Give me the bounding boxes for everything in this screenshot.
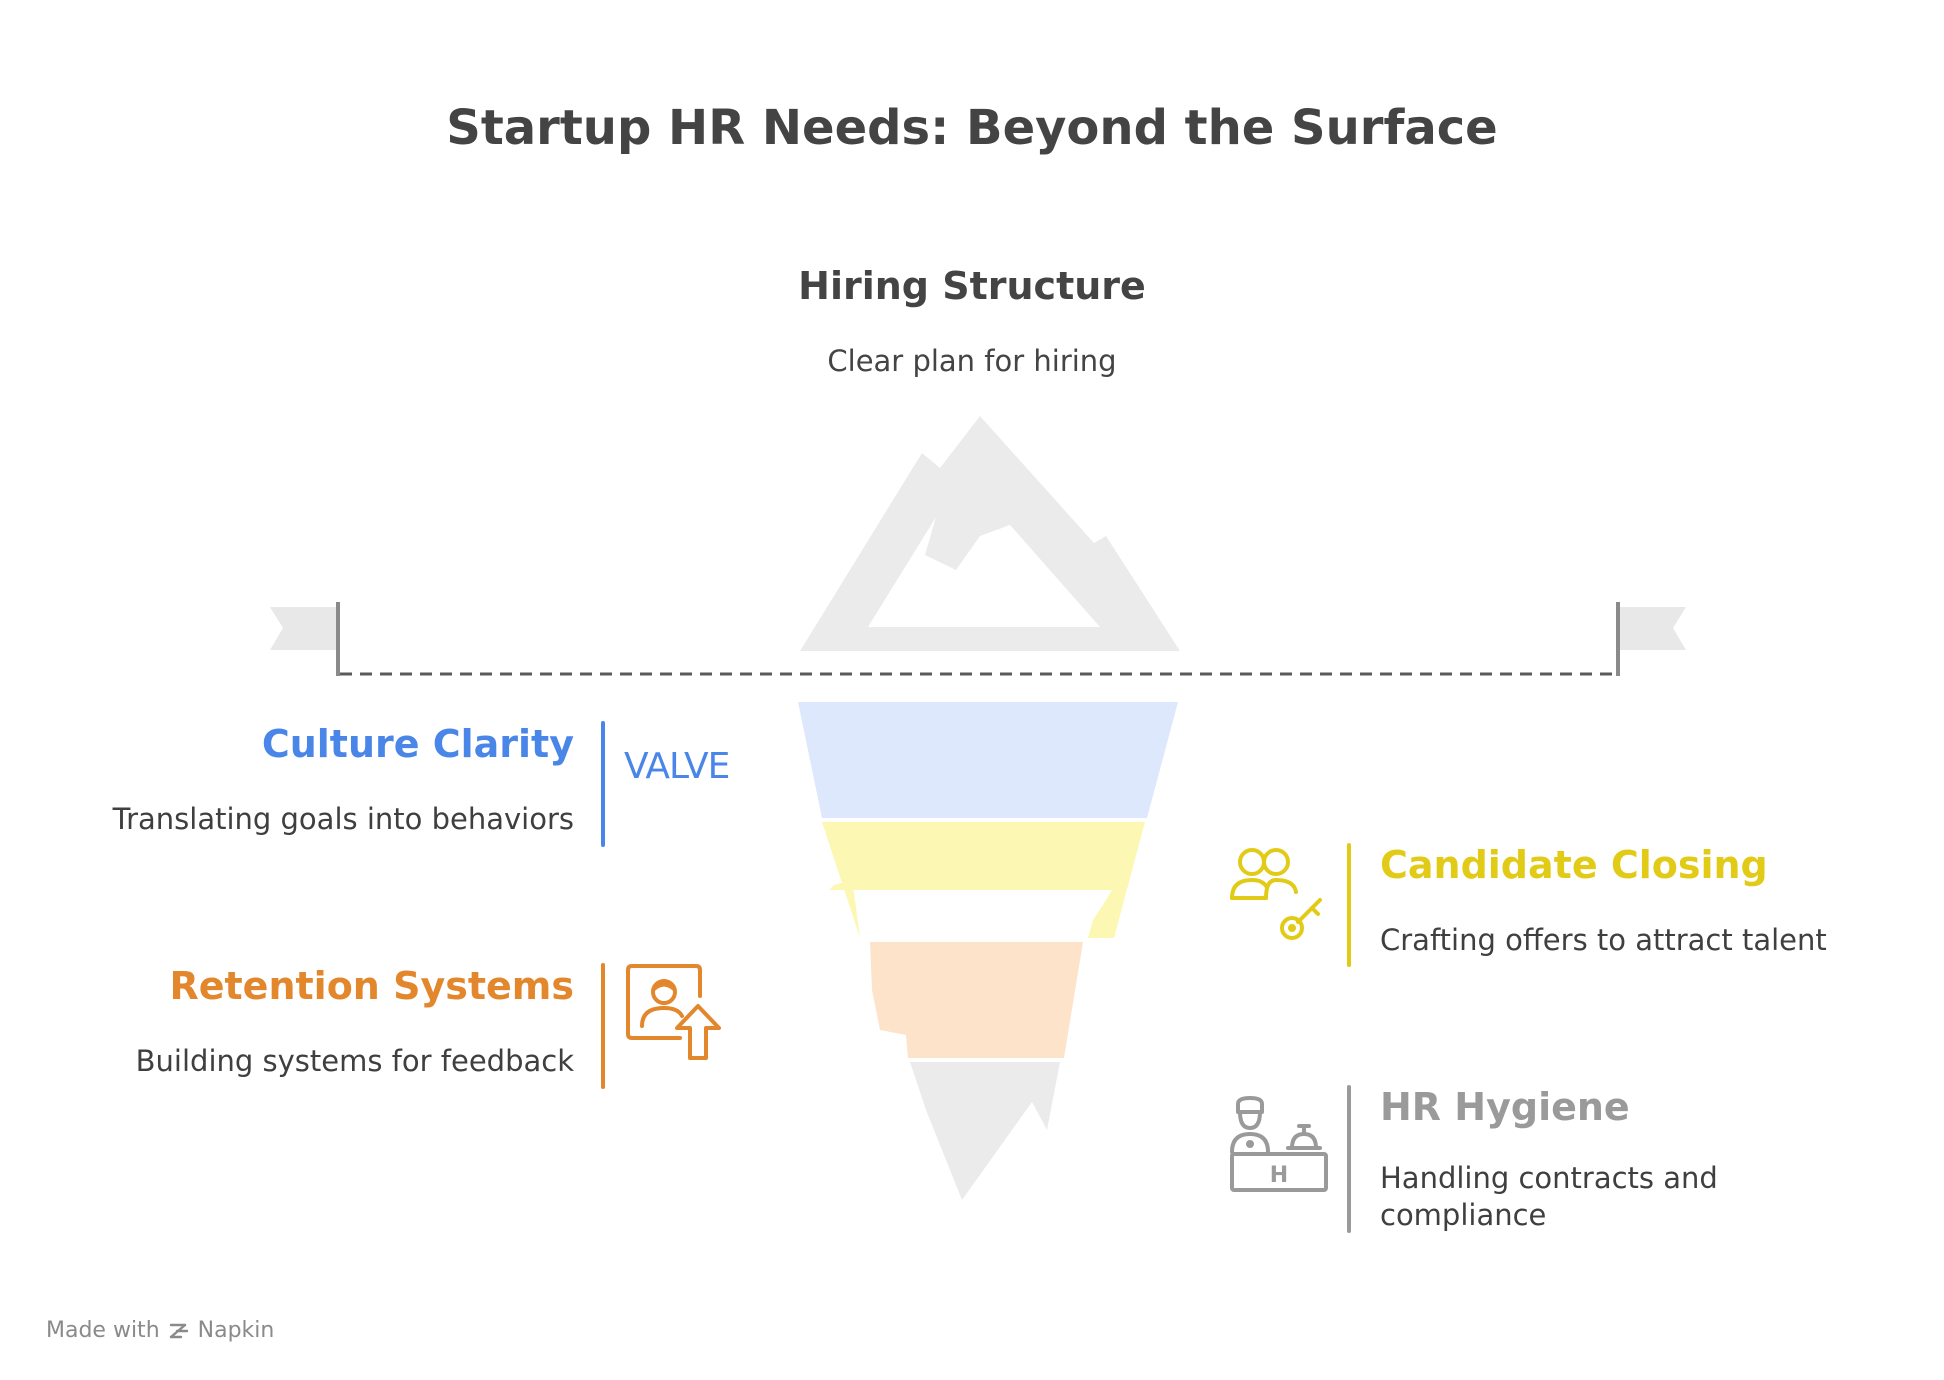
person-up-arrow-icon <box>626 964 721 1060</box>
diagram-title: Startup HR Needs: Beyond the Surface <box>446 100 1498 156</box>
layer-culture-band <box>798 702 1178 818</box>
top-heading: Hiring Structure <box>798 264 1146 308</box>
left-flag-pole <box>336 602 340 676</box>
iceberg-tip <box>800 416 1180 651</box>
people-key-icon <box>1230 848 1322 940</box>
retention-systems-description: Building systems for feedback <box>135 1044 574 1078</box>
hr-hygiene-description: Handling contracts and compliance <box>1380 1161 1718 1232</box>
layer-retention-band <box>870 942 1083 1058</box>
right-flag-pole <box>1616 602 1620 676</box>
made-with-text: Made with <box>46 1318 160 1343</box>
culture-clarity-title: Culture Clarity <box>261 722 574 766</box>
candidate-closing-description: Crafting offers to attract talent <box>1380 923 1827 957</box>
napkin-brand: Napkin <box>197 1318 275 1343</box>
culture-clarity-description: Translating goals into behaviors <box>112 802 574 836</box>
culture-clarity-bar <box>601 721 605 847</box>
hr-hygiene-bar <box>1347 1085 1351 1233</box>
footer: Made with Napkin <box>46 1318 274 1343</box>
top-description: Clear plan for hiring <box>827 344 1117 378</box>
left-flag <box>270 607 338 650</box>
layer-hygiene-band <box>910 1062 1060 1200</box>
layer-candidate-band <box>822 822 1145 938</box>
hr-hygiene-title: HR Hygiene <box>1380 1085 1630 1129</box>
values-text-icon: VALVE <box>624 746 730 787</box>
retention-systems-title: Retention Systems <box>169 964 574 1008</box>
napkin-logo-icon <box>169 1323 188 1338</box>
right-flag <box>1618 607 1686 650</box>
reception-desk-icon: H <box>1230 1096 1328 1192</box>
retention-systems-bar <box>601 963 605 1089</box>
candidate-closing-title: Candidate Closing <box>1380 843 1768 887</box>
desk-letter: H <box>1270 1163 1288 1188</box>
candidate-closing-bar <box>1347 843 1351 967</box>
values-icon-text: VALVE <box>624 746 730 787</box>
